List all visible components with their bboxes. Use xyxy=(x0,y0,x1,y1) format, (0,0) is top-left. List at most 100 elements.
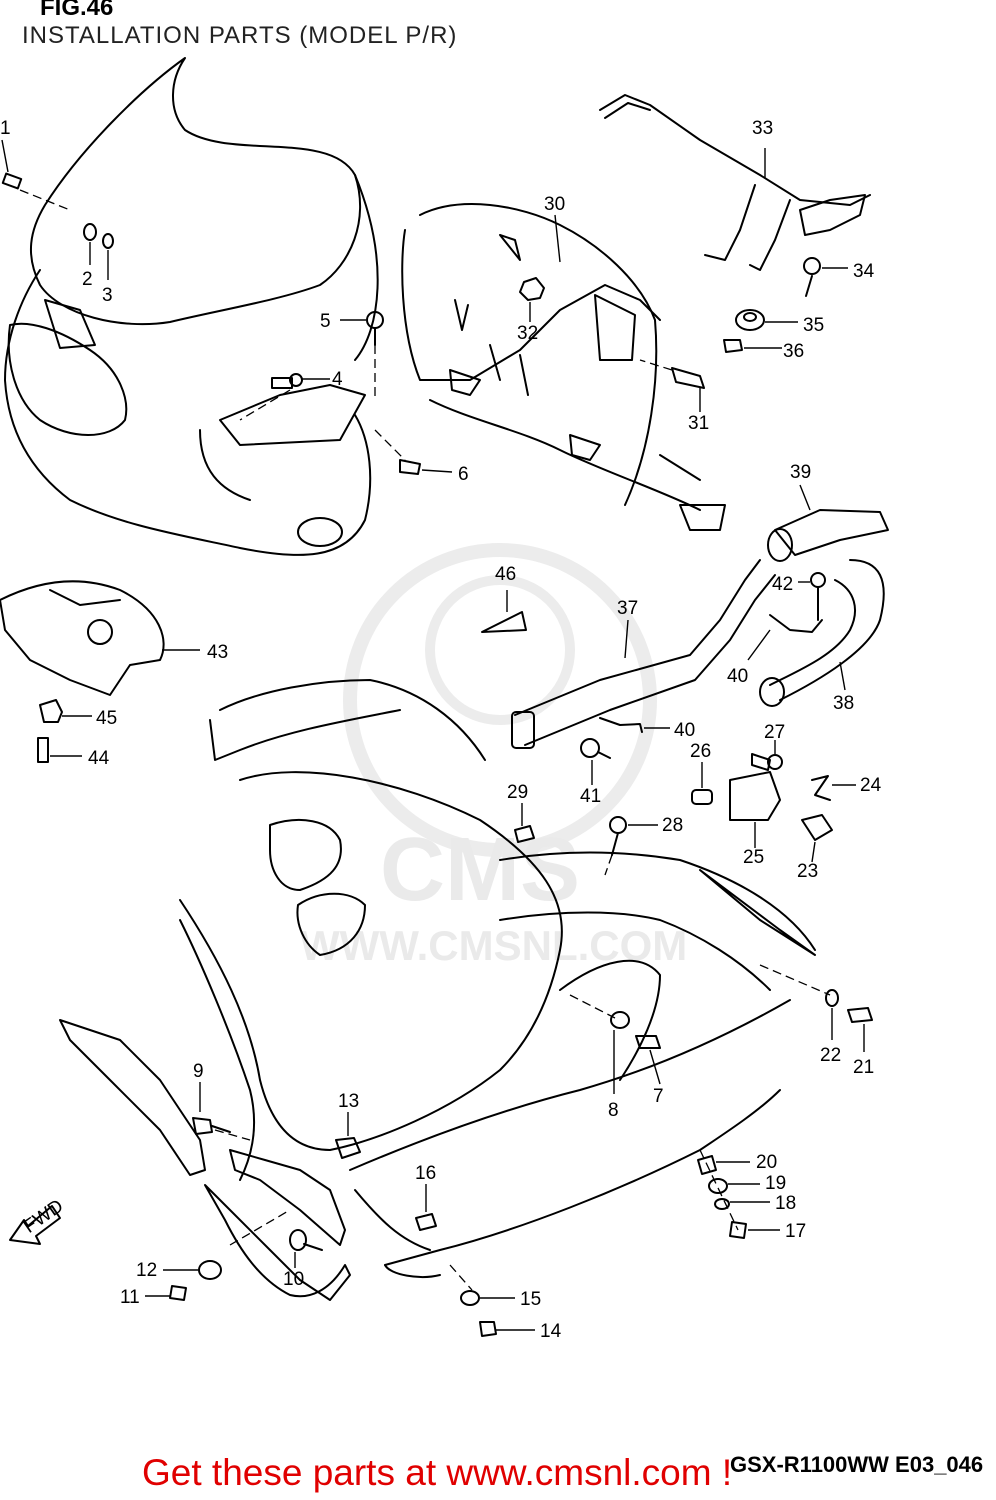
nut-16 xyxy=(415,1184,437,1231)
nut-13 xyxy=(335,1112,361,1159)
lower-cowling xyxy=(179,771,816,1278)
bolt-10 xyxy=(289,1229,323,1268)
diagram-code: GSX-R1100WW E03_046 xyxy=(730,1452,984,1477)
inner-panel-upper xyxy=(209,679,486,761)
upper-cowling xyxy=(4,57,379,556)
bolt-31 xyxy=(639,359,705,412)
clamp-40-upper xyxy=(747,614,823,661)
callout-41: 41 xyxy=(580,786,601,807)
callout-35: 35 xyxy=(803,315,824,336)
callout-40-lower: 40 xyxy=(674,720,695,741)
bolt-4 xyxy=(239,373,330,421)
cushion-23 xyxy=(801,814,833,863)
bolt-1 xyxy=(1,139,71,211)
callout-10: 10 xyxy=(283,1269,304,1290)
dash-lines xyxy=(214,964,831,1291)
lower-front-panel xyxy=(59,1019,351,1301)
callout-18: 18 xyxy=(775,1193,796,1214)
callout-11: 11 xyxy=(120,1287,140,1308)
callout-32: 32 xyxy=(517,323,538,344)
nut-35 xyxy=(735,309,798,331)
callout-13: 13 xyxy=(338,1091,359,1112)
callout-labels: 1 2 3 4 5 6 7 8 9 10 11 12 13 14 15 16 1… xyxy=(0,118,882,1342)
nut-6 xyxy=(374,429,453,475)
mirror-stay-33 xyxy=(599,94,871,271)
watermark-url: WWW.CMSNL.COM xyxy=(300,922,687,969)
callout-7: 7 xyxy=(653,1086,664,1107)
callout-40-upper: 40 xyxy=(727,666,748,687)
screw-14 xyxy=(479,1321,535,1337)
washer-15 xyxy=(460,1290,515,1306)
callout-29: 29 xyxy=(507,782,528,803)
screw-21 xyxy=(847,1007,873,1052)
callout-28: 28 xyxy=(662,815,683,836)
grommet-3 xyxy=(102,233,114,280)
cap-36 xyxy=(723,339,782,353)
forward-arrow: FWD xyxy=(9,1196,67,1245)
callout-17: 17 xyxy=(785,1221,806,1242)
callout-19: 19 xyxy=(765,1173,786,1194)
figure-subtitle: INSTALLATION PARTS (MODEL P/R) xyxy=(22,22,458,49)
callout-6: 6 xyxy=(458,464,469,485)
grommet-26 xyxy=(691,762,713,805)
screw-5 xyxy=(340,311,384,400)
callout-25: 25 xyxy=(743,847,764,868)
washer-19 xyxy=(708,1178,760,1194)
callout-8: 8 xyxy=(608,1100,619,1121)
callout-24: 24 xyxy=(860,775,882,796)
callout-27: 27 xyxy=(764,722,785,743)
callout-12: 12 xyxy=(136,1260,157,1281)
callout-30: 30 xyxy=(544,194,565,215)
cta-link[interactable]: Get these parts at www.cmsnl.com ! xyxy=(142,1452,733,1493)
callout-33: 33 xyxy=(752,118,773,139)
bolt-8 xyxy=(610,1011,630,1094)
screw-7 xyxy=(635,1035,661,1085)
callout-38: 38 xyxy=(833,693,854,714)
nut-32 xyxy=(519,277,545,322)
callout-4: 4 xyxy=(332,369,343,390)
nut-29 xyxy=(514,803,535,843)
bolt-44 xyxy=(37,737,82,763)
callout-31: 31 xyxy=(688,413,709,434)
callout-37: 37 xyxy=(617,598,638,619)
screw-17 xyxy=(729,1221,780,1239)
callout-1: 1 xyxy=(0,118,11,139)
grommet-12 xyxy=(163,1260,222,1280)
screw-9 xyxy=(192,1082,231,1135)
callout-45: 45 xyxy=(96,708,117,729)
clip-24 xyxy=(811,775,856,801)
callout-46: 46 xyxy=(495,564,516,585)
callout-21: 21 xyxy=(853,1057,874,1078)
bracket-25 xyxy=(729,771,781,848)
bolt-34 xyxy=(803,257,848,297)
callout-34: 34 xyxy=(853,261,875,282)
collar-20 xyxy=(697,1155,750,1175)
cowling-brace-30 xyxy=(401,203,726,531)
screw-11 xyxy=(145,1285,187,1301)
screw-42 xyxy=(798,572,826,621)
callout-5: 5 xyxy=(320,311,331,332)
figure-title: FIG.46 xyxy=(40,0,114,21)
bolt-41 xyxy=(580,738,611,785)
clamp-40-lower xyxy=(599,717,670,733)
watermark-brand: CMS xyxy=(380,820,580,920)
washer-18 xyxy=(714,1198,770,1210)
callout-15: 15 xyxy=(520,1289,541,1310)
side-panel-43 xyxy=(0,580,200,696)
air-duct-38 xyxy=(759,559,885,707)
collar-45 xyxy=(39,699,92,723)
callout-43: 43 xyxy=(207,642,228,663)
callout-42: 42 xyxy=(772,574,793,595)
callout-26: 26 xyxy=(690,741,711,762)
callout-23: 23 xyxy=(797,861,818,882)
washer-22 xyxy=(825,989,839,1040)
callout-44: 44 xyxy=(88,748,110,769)
bolt-27 xyxy=(751,740,783,771)
washer-2 xyxy=(83,223,97,265)
screw-28 xyxy=(604,816,658,876)
air-duct-39 xyxy=(767,484,889,562)
callout-20: 20 xyxy=(756,1152,777,1173)
air-duct-37 xyxy=(511,559,776,749)
callout-39: 39 xyxy=(790,462,811,483)
